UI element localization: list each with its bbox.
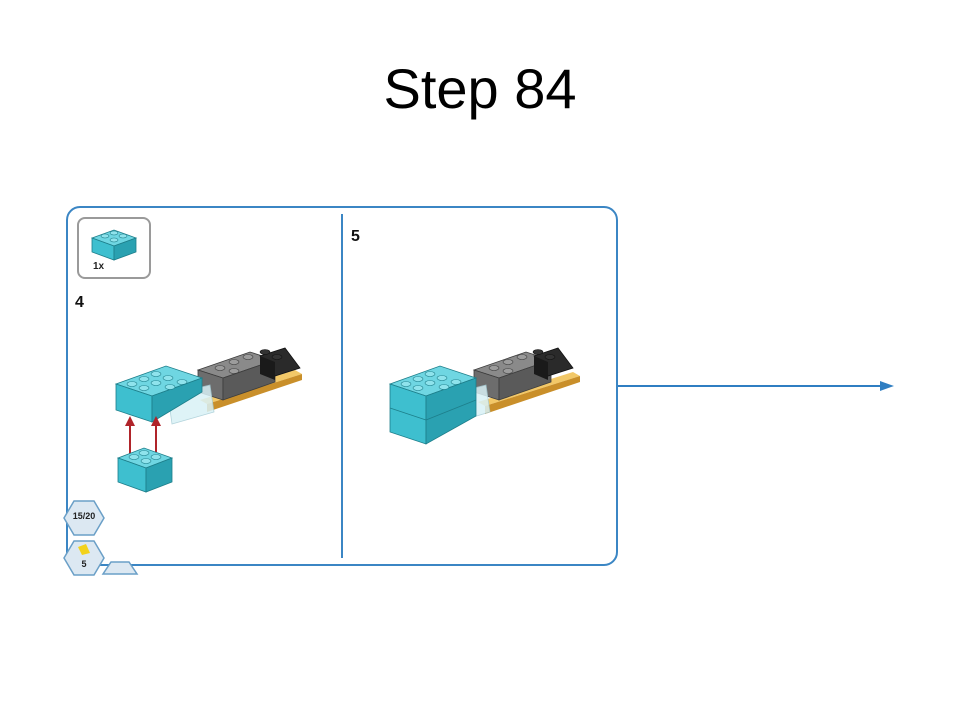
step-4-illustration [114,347,302,493]
progress-badge-text: 15/20 [72,511,96,521]
continue-arrow-line [618,385,882,387]
level-badge-icon [63,540,105,576]
step-number-right: 5 [351,228,360,245]
extra-badge-icon [101,561,139,575]
slide-title: Step 84 [383,57,577,120]
step-5-illustration [388,347,580,445]
step-number-left: 4 [75,294,84,311]
parts-quantity: 1x [93,261,105,272]
level-badge-text: 5 [81,559,87,569]
continue-arrow-icon [880,381,894,391]
step-divider [341,214,343,558]
parts-brick-icon [90,229,138,261]
progress-badge-icon [63,500,105,536]
